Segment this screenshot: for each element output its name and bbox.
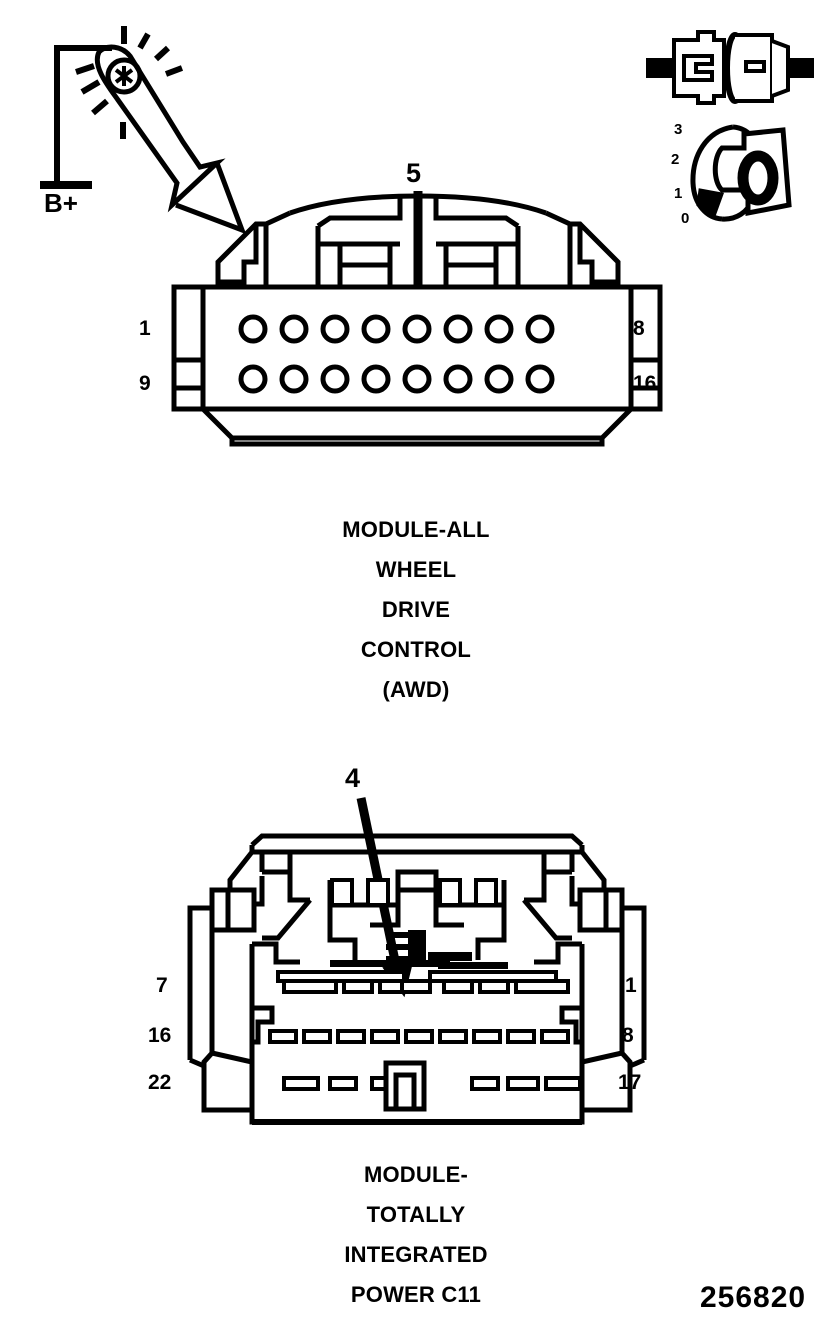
tipm-pin-row-1 [282, 979, 570, 994]
awd-caption-line-2: WHEEL [375, 557, 457, 582]
connector-plug-socket-icon [646, 30, 814, 105]
tipm-center-keyway [383, 1060, 427, 1112]
awd-pin-label-top-left: 1 [139, 317, 151, 340]
figure-id-number: 256820 [700, 1281, 807, 1314]
tipm-caption-line-1: MODULE- [363, 1162, 469, 1187]
tipm-connector-caption: MODULE- TOTALLY INTEGRATED POWER C11 [216, 1162, 616, 1322]
dial-position-1-label: 1 [674, 185, 683, 202]
tipm-pin-label-row3-right: 17 [618, 1071, 642, 1094]
awd-caption-line-4: CONTROL [360, 637, 472, 662]
tipm-pin-label-row2-left: 16 [148, 1024, 172, 1047]
tipm-caption-line-4: POWER C11 [350, 1282, 482, 1307]
callout-label-5: 5 [406, 158, 422, 188]
tipm-connector-body [187, 833, 647, 1125]
dial-position-3-label: 3 [674, 121, 683, 138]
awd-connector-caption: MODULE-ALL WHEEL DRIVE CONTROL (AWD) [216, 517, 616, 717]
tipm-pin-label-row3-left: 22 [148, 1071, 172, 1094]
callout-label-4: 4 [345, 763, 361, 793]
b-plus-label: B+ [44, 188, 78, 218]
tipm-pin-row-3 [282, 1076, 582, 1091]
awd-pin-row-bottom [238, 364, 555, 394]
awd-pin-label-bottom-right: 16 [633, 372, 657, 395]
test-light-probe-icon [40, 26, 247, 235]
awd-caption-line-3: DRIVE [381, 597, 451, 622]
awd-pin-label-bottom-left: 9 [139, 372, 151, 395]
tipm-pin-row-2 [268, 1029, 570, 1044]
awd-pin-row-top [238, 314, 555, 344]
awd-caption-line-1: MODULE-ALL [342, 517, 490, 542]
awd-pin-label-top-right: 8 [633, 317, 645, 340]
dial-position-0-label: 0 [681, 210, 690, 227]
ignition-key-dial-icon [690, 124, 792, 222]
tipm-pin-label-row1-right: 1 [625, 974, 637, 997]
awd-caption-line-5: (AWD) [382, 677, 450, 702]
tipm-caption-line-2: TOTALLY [366, 1202, 466, 1227]
dial-position-2-label: 2 [671, 151, 680, 168]
tipm-caption-line-3: INTEGRATED [344, 1242, 488, 1267]
tipm-pin-label-row1-left: 7 [156, 974, 168, 997]
tipm-pin-label-row2-right: 8 [622, 1024, 634, 1047]
